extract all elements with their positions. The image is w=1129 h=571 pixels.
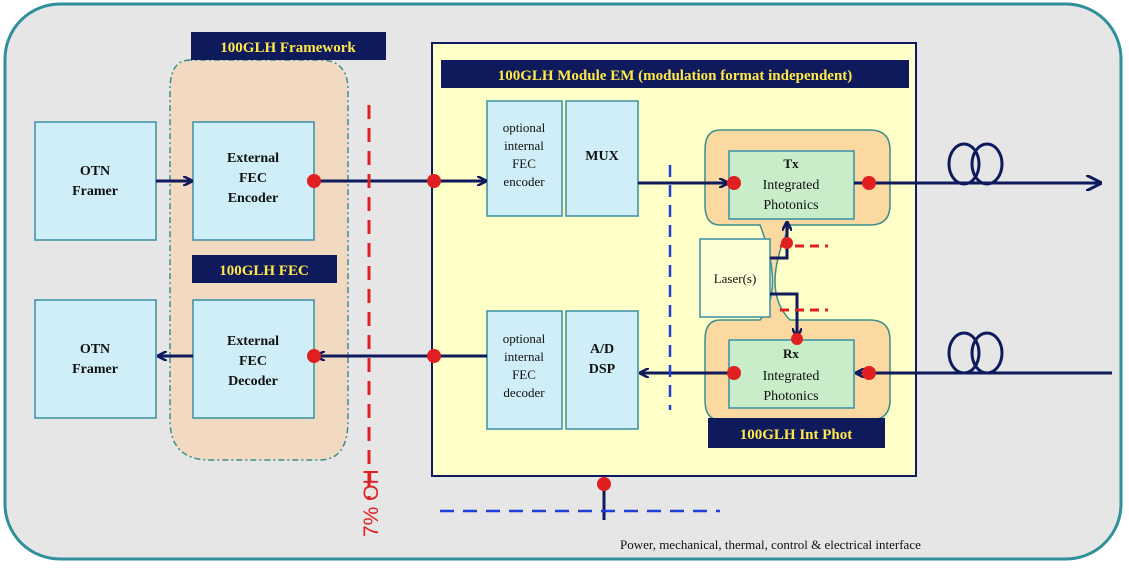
fiber-coil-icon [947,331,1004,375]
module-label-bg [441,60,909,88]
opt-encoder-line1: optional [503,120,546,135]
otn-top-line2: Framer [72,184,118,199]
int-phot-label-bg [708,418,885,448]
oh-label: 7% OH [360,469,383,537]
tx-box [728,150,855,220]
laser-box [699,238,771,318]
mux-box [565,100,639,217]
laser-to-rx-arrow [770,292,797,336]
dot-laser-rx [791,333,803,345]
fec-decoder-line1: External [227,334,279,349]
dot-interface [597,477,611,491]
opt-decoder-line2: internal [504,349,544,364]
otn-bottom-line2: Framer [72,362,118,377]
otn-top-line1: OTN [80,164,110,179]
fec-decoder-line2: FEC [239,354,267,369]
fiber-coil-icon [947,142,1004,186]
dot-tx-out [862,176,876,190]
dot-rx-in [862,366,876,380]
tx-line1: Integrated [763,178,820,193]
fec-decoder-line3: Decoder [228,374,278,389]
fec-label: 100GLH FEC [219,263,309,279]
int-phot-label: 100GLH Int Phot [740,427,853,443]
opt-fec-encoder-box [486,100,563,217]
tx-line2: Photonics [763,198,818,213]
dot-module-out [427,349,441,363]
otn-framer-bottom [34,299,157,419]
adc-dsp-line2: DSP [589,362,616,377]
module-label: 100GLH Module EM (modulation format inde… [498,68,853,84]
adc-dsp-box [565,310,639,430]
fec-encoder-line2: FEC [239,171,267,186]
dot-fec-decoder-in [307,349,321,363]
opt-decoder-line1: optional [503,331,546,346]
opt-decoder-line3: FEC [512,367,536,382]
mux-label: MUX [585,149,618,164]
dot-rx-out [727,366,741,380]
fec-encoder-line1: External [227,151,279,166]
opt-encoder-line2: internal [504,138,544,153]
dot-tx-in [727,176,741,190]
opt-fec-decoder-box [486,310,563,430]
fec-encoder-box [192,121,315,241]
tx-title: Tx [783,156,799,171]
rx-line1: Integrated [763,369,820,384]
rx-box [728,339,855,409]
otn-bottom-line1: OTN [80,342,110,357]
otn-framer-top [34,121,157,241]
dot-module-in [427,174,441,188]
framework-label: 100GLH Framework [220,40,356,56]
laser-boundary-marks [780,244,828,312]
opt-encoder-line3: FEC [512,156,536,171]
rx-title: Rx [783,346,799,361]
fec-decoder-box [192,299,315,419]
adc-dsp-line1: A/D [590,342,614,357]
opt-decoder-line4: decoder [503,385,545,400]
rx-line2: Photonics [763,389,818,404]
laser-label: Laser(s) [714,271,757,286]
fec-label-bg [192,255,337,283]
framework-label-bg [191,32,386,60]
interface-caption: Power, mechanical, thermal, control & el… [620,537,921,552]
dot-fec-encoder-out [307,174,321,188]
laser-to-tx-arrow [770,223,787,260]
fec-encoder-line3: Encoder [228,191,279,206]
signal-paths [156,181,1112,520]
opt-encoder-line4: encoder [503,174,545,189]
connection-points [307,174,876,491]
